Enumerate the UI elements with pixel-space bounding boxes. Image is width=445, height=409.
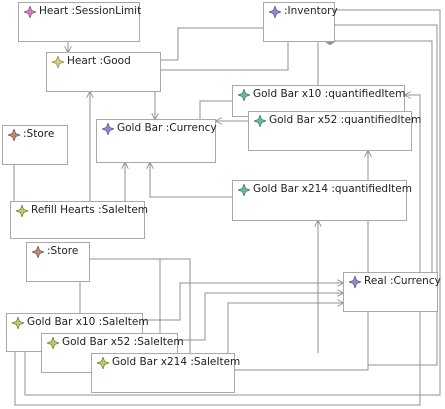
node-body [3, 144, 67, 164]
node-label: Heart :Good [67, 55, 131, 67]
store-to-x214-saleitem [110, 258, 191, 353]
node-label: Gold Bar x214 :SaleItem [112, 356, 241, 368]
node-body [47, 71, 160, 91]
node-body [233, 199, 406, 220]
node-store-top[interactable]: :Store [2, 125, 68, 165]
node-heart-session-limit[interactable]: Heart :SessionLimit [18, 2, 142, 42]
purple-diamond-icon [269, 6, 281, 18]
node-label: Gold Bar x10 :SaleItem [27, 316, 149, 328]
green-diamond-icon [12, 317, 24, 329]
teal-diamond-icon [238, 89, 250, 101]
x52-saleitem-to-x52-quantified [178, 151, 368, 371]
inventory-x52-link [24, 10, 441, 396]
x10-quantified-to-currency [199, 100, 232, 119]
inventory-real-link [336, 41, 433, 272]
teal-diamond-icon [238, 184, 250, 196]
node-label: :Inventory [284, 5, 338, 17]
yellow-diamond-icon [52, 56, 64, 68]
node-label: Real :Currency [364, 275, 441, 287]
node-gold-bar-x214-saleitem[interactable]: Gold Bar x214 :SaleItem [91, 353, 240, 393]
node-label: :Store [23, 128, 55, 140]
purple-diamond-icon [349, 276, 361, 288]
inventory-currency-link [155, 42, 288, 119]
pink-diamond-icon [24, 6, 36, 18]
node-gold-bar-x52-quantified[interactable]: Gold Bar x52 :quantifiedItem [248, 111, 421, 151]
inventory-x214-link [336, 25, 438, 366]
green-diamond-icon [47, 337, 59, 349]
node-label: Gold Bar x52 :SaleItem [62, 336, 184, 348]
x52-saleitem-to-real [178, 293, 343, 341]
node-body [97, 138, 215, 162]
node-label: Gold Bar :Currency [117, 122, 217, 134]
node-body [27, 261, 89, 281]
node-label: Refill Hearts :SaleItem [31, 204, 149, 216]
green-diamond-icon [97, 357, 109, 369]
brown-diamond-icon [32, 246, 44, 258]
node-heart-good[interactable]: Heart :Good [46, 52, 161, 92]
x10-saleitem-to-real [143, 283, 343, 321]
node-body [249, 130, 411, 150]
node-gold-bar-x214-quantified[interactable]: Gold Bar x214 :quantifiedItem [232, 180, 412, 221]
node-body [92, 372, 234, 392]
node-label: Gold Bar x214 :quantifiedItem [253, 183, 412, 195]
node-body [344, 291, 437, 311]
green-diamond-icon [16, 205, 28, 217]
node-inventory[interactable]: :Inventory [263, 2, 338, 42]
teal-diamond-icon [254, 115, 266, 127]
node-label: :Store [47, 245, 79, 257]
node-body [11, 220, 144, 238]
x214-saleitem-to-real [220, 303, 343, 356]
node-real-currency[interactable]: Real :Currency [343, 272, 441, 312]
node-store-bottom[interactable]: :Store [26, 242, 90, 282]
x214-quantified-to-currency [150, 163, 232, 198]
node-gold-bar-currency[interactable]: Gold Bar :Currency [96, 119, 217, 163]
node-body [19, 21, 139, 41]
node-label: Heart :SessionLimit [39, 5, 142, 17]
purple-diamond-icon [102, 123, 114, 135]
x10-saleitem-to-x10-quantified [14, 95, 421, 406]
brown-diamond-icon [8, 129, 20, 141]
node-body [264, 21, 334, 41]
node-label: Gold Bar x10 :quantifiedItem [253, 88, 406, 100]
node-refill-hearts-saleitem[interactable]: Refill Hearts :SaleItem [10, 201, 149, 239]
node-label: Gold Bar x52 :quantifiedItem [269, 114, 422, 126]
inventory-heart-good-link [161, 28, 263, 61]
